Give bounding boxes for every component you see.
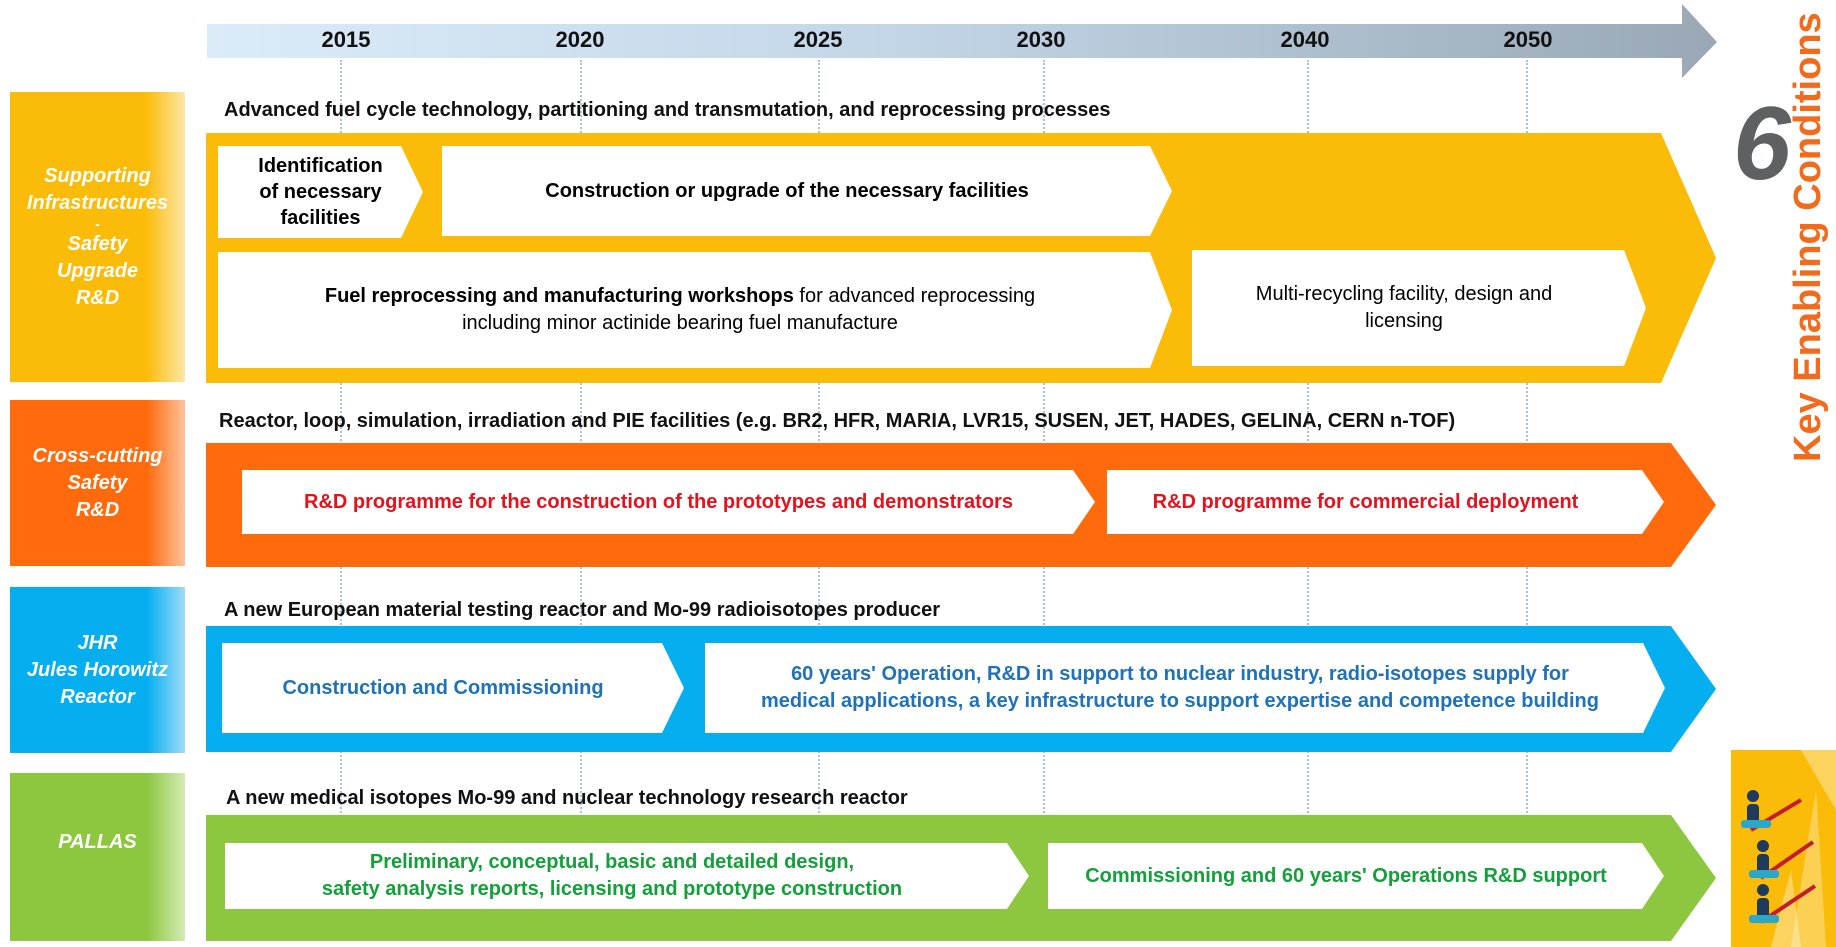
timeline-arrow xyxy=(207,4,1717,78)
box-identification: Identification of necessary facilities xyxy=(218,146,423,238)
box-line: licensing xyxy=(1365,310,1443,332)
box-commercial-programme: R&D programme for commercial deployment xyxy=(1107,470,1664,534)
year-2015: 2015 xyxy=(321,27,371,52)
row-label-line: Supporting xyxy=(44,164,151,187)
box-prototypes-programme: R&D programme for the construction of th… xyxy=(242,470,1095,534)
row-label-line: JHR xyxy=(77,631,118,654)
box-line: Multi-recycling facility, design and xyxy=(1255,283,1553,305)
box-jhr-operation: 60 years' Operation, R&D in support to n… xyxy=(705,643,1665,733)
box-pallas-commissioning: Commissioning and 60 years' Operations R… xyxy=(1048,843,1664,909)
box-fuel-reprocessing: Fuel reprocessing and manufacturing work… xyxy=(218,252,1172,368)
box-line: medical applications, a key infrastructu… xyxy=(761,690,1599,712)
box-text: including minor actinide bearing fuel ma… xyxy=(462,312,898,334)
year-2050: 2050 xyxy=(1503,27,1553,52)
box-line: facilities xyxy=(280,207,361,229)
box-pallas-design: Preliminary, conceptual, basic and detai… xyxy=(225,843,1029,909)
year-2025: 2025 xyxy=(793,27,843,52)
year-2020: 2020 xyxy=(555,27,605,52)
box-multi-recycling: Multi-recycling facility, design and lic… xyxy=(1192,250,1646,366)
box-bold-text: Fuel reprocessing and manufacturing work… xyxy=(324,285,794,307)
box-line: Preliminary, conceptual, basic and detai… xyxy=(369,851,855,873)
row-label-line: Jules Horowitz xyxy=(26,658,169,681)
section-heading-pallas: A new medical isotopes Mo-99 and nuclear… xyxy=(226,787,908,809)
row-label-line: Cross-cutting xyxy=(32,444,163,467)
row-label-line: Safety xyxy=(67,232,128,255)
row-label-line: Safety xyxy=(67,471,128,494)
box-line: Identification xyxy=(258,155,383,177)
row-label-line: Upgrade xyxy=(56,259,139,282)
section-number: 6 xyxy=(1733,86,1791,202)
box-jhr-construction: Construction and Commissioning xyxy=(222,643,684,733)
key-enabling-conditions-title: Key Enabling Conditions xyxy=(1787,12,1829,462)
box-text: for advanced reprocessing xyxy=(793,285,1036,307)
row-label-pallas: PALLAS xyxy=(10,773,185,941)
row-label-jhr: JHR Jules Horowitz Reactor xyxy=(10,587,185,753)
section-heading-fuel-cycle: Advanced fuel cycle technology, partitio… xyxy=(224,99,1111,121)
box-line: 60 years' Operation, R&D in support to n… xyxy=(791,663,1569,685)
year-2040: 2040 xyxy=(1280,27,1330,52)
row-label-line: - xyxy=(95,215,100,232)
section-heading-reactor-facilities: Reactor, loop, simulation, irradiation a… xyxy=(219,410,1456,432)
row-label-line: Infrastructures xyxy=(26,191,169,214)
section-heading-jhr: A new European material testing reactor … xyxy=(224,599,941,621)
year-2030: 2030 xyxy=(1016,27,1066,52)
row-label-cross-cutting: Cross-cutting Safety R&D xyxy=(10,400,185,566)
box-line: of necessary xyxy=(259,181,382,203)
box-construction-upgrade: Construction or upgrade of the necessary… xyxy=(442,146,1172,236)
row-label-line: R&D xyxy=(75,498,120,521)
row-label-line: R&D xyxy=(75,286,120,309)
rowing-team-icon xyxy=(1731,750,1836,947)
row-label-line: Reactor xyxy=(60,685,135,708)
row-label-line: PALLAS xyxy=(58,830,137,853)
box-line: safety analysis reports, licensing and p… xyxy=(321,878,903,900)
row-label-supporting: Supporting Infrastructures - Safety Upgr… xyxy=(10,92,185,382)
